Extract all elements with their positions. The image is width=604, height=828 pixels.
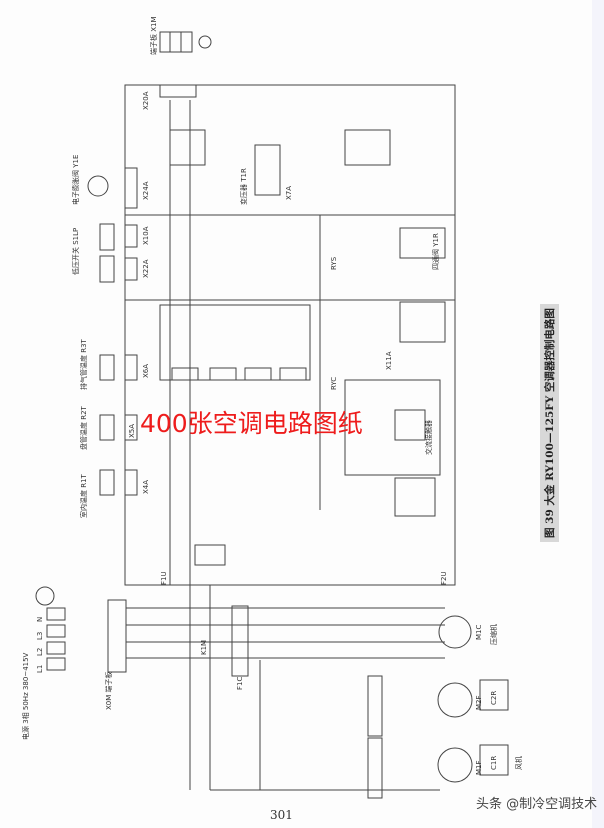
thermistor-r3t-icon — [99, 354, 115, 381]
fan-motor-m2f — [437, 682, 473, 718]
label-x10a: X10A — [142, 226, 150, 246]
label-l3: L3 — [36, 631, 44, 640]
label-x5a: X5A — [128, 423, 136, 438]
label-l2: L2 — [36, 647, 44, 656]
ground-icon — [35, 586, 55, 606]
transformer-t1r — [254, 144, 281, 196]
label-x6a: X6A — [142, 363, 150, 378]
label-r3t: 排气管温度 R3T — [80, 339, 88, 390]
control-board-outline — [124, 84, 456, 586]
watermark: 头条 @制冷空调技术 — [476, 797, 598, 812]
label-x7a: X7A — [285, 185, 293, 200]
label-t1r: 变压器 T1R — [240, 168, 248, 205]
label-r1t: 室内温度 R1T — [80, 474, 88, 518]
label-l1: L1 — [36, 664, 44, 673]
thermistor-r1t-icon — [99, 469, 115, 496]
label-compressor: 压缩机 — [490, 624, 498, 645]
label-m2f: M2F — [475, 695, 483, 710]
connector-x20a — [159, 84, 197, 98]
protector-block — [159, 304, 311, 381]
label-c2r: C2R — [490, 690, 498, 705]
label-m1c: M1C — [475, 624, 483, 640]
label-f2u: F2U — [440, 571, 448, 585]
label-f1u: F1U — [160, 571, 168, 585]
page-number: 301 — [270, 808, 293, 822]
overlay-title: 400张空调电路图纸 — [140, 409, 363, 438]
label-s1lp: 低压开关 S1LP — [72, 227, 80, 275]
label-x0m: X0M 端子板 — [105, 671, 113, 710]
connector-x24a — [124, 167, 138, 209]
label-y1e: 电子膨胀阀 Y1E — [72, 154, 80, 205]
overload-f1c — [231, 605, 249, 677]
label-k1m: K1M — [200, 639, 208, 655]
label-x24a: X24A — [142, 181, 150, 201]
ground-icon — [198, 35, 212, 49]
varistor-box — [169, 129, 206, 166]
label-rys: RYS — [330, 256, 338, 270]
label-ryc: RYC — [330, 376, 338, 390]
label-c1r: C1R — [490, 755, 498, 770]
expansion-valve-icon — [87, 175, 109, 197]
connector-x10a — [124, 224, 138, 248]
label-y1r: 四通阀 Y1R — [432, 233, 440, 270]
label-m1f: M1F — [475, 760, 483, 775]
label-ac-contactor: 交流接触器 — [425, 420, 433, 455]
fan-motor-m1f — [437, 747, 473, 783]
label-f1c: F1C — [236, 676, 244, 690]
ac-contactor-box — [344, 379, 441, 476]
label-r2t: 盘管温度 R2T — [80, 406, 88, 450]
four-way-valve-box — [399, 227, 446, 259]
compressor-motor-m1c — [438, 615, 472, 649]
figure-caption: 图 39 大金 RY100—125FY 空调器控制电路图 — [540, 304, 559, 542]
label-x1m: 端子板 X1M — [150, 16, 158, 55]
label-x11a: X11A — [385, 351, 393, 371]
connector-x22a — [124, 257, 138, 281]
label-n: N — [36, 616, 44, 622]
label-x20a: X20A — [142, 91, 150, 111]
label-power: 电源 3相 50Hz 380~415V — [22, 652, 30, 740]
label-fan: 风机 — [515, 756, 523, 770]
terminal-x1m — [159, 31, 193, 53]
label-x4a: X4A — [142, 479, 150, 494]
label-x22a: X22A — [142, 259, 150, 279]
terminal-x0m — [107, 599, 127, 673]
thermistor-r2t-icon — [99, 414, 115, 441]
